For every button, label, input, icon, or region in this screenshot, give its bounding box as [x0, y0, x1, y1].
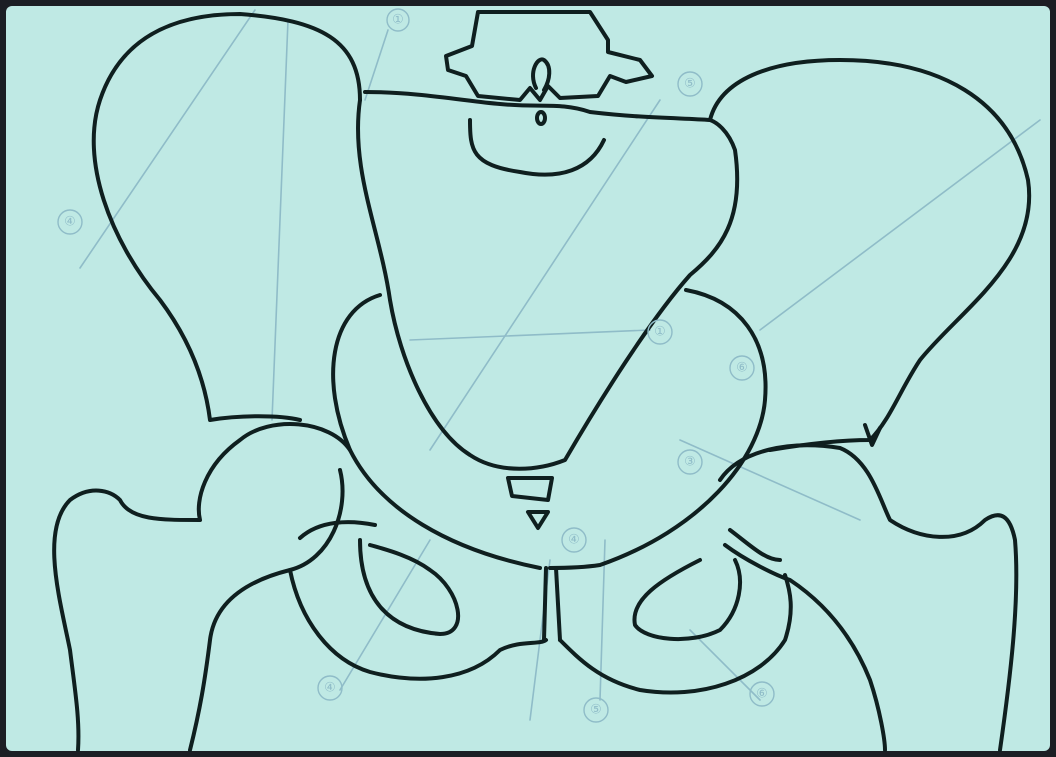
marker-label: ⑥: [736, 361, 748, 376]
marker-label: ⑤: [684, 77, 696, 92]
marker-label: ④: [64, 215, 76, 230]
projection-screen: [6, 6, 1050, 751]
marker-label: ④: [568, 533, 580, 548]
marker-label: ⑤: [590, 703, 602, 718]
marker-label: ⑥: [756, 687, 768, 702]
marker-label: ③: [684, 455, 696, 470]
marker-label: ④: [324, 681, 336, 696]
marker-label: ①: [654, 325, 666, 340]
marker-label: ①: [392, 13, 404, 28]
